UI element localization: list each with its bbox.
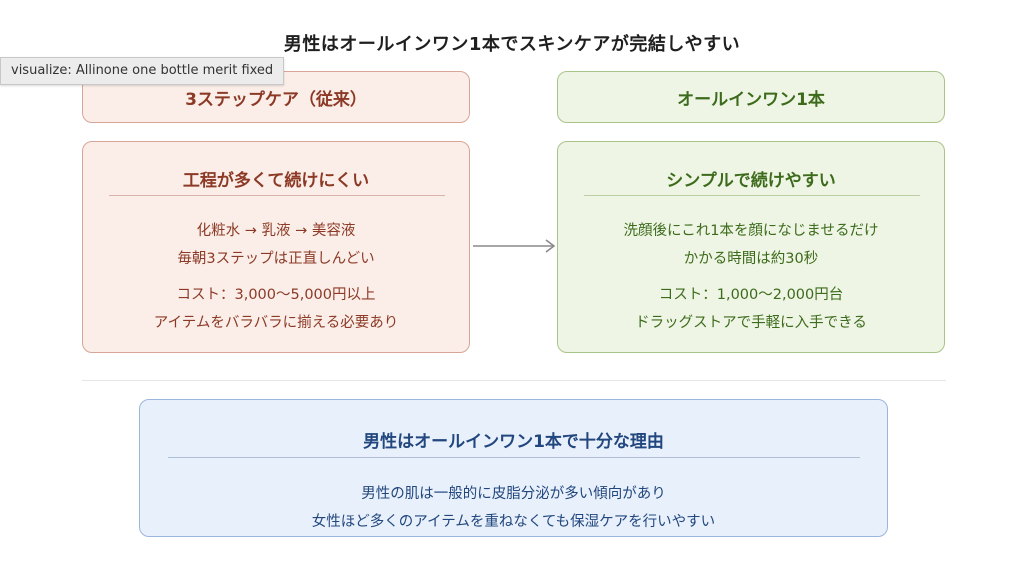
arrow-right-icon — [473, 239, 556, 253]
right-line-4: ドラッグストアで手軽に入手できる — [635, 315, 867, 331]
left-card-title: 工程が多くて続けにくい — [182, 171, 370, 191]
left-card: 工程が多くて続けにくい 化粧水 → 乳液 → 美容液 毎朝3ステップは正直しんど… — [82, 141, 470, 353]
right-line-3: コスト：1,000〜2,000円台 — [658, 287, 844, 303]
bottom-line-2: 女性ほど多くのアイテムを重ねなくても保湿ケアを行いやすい — [311, 514, 716, 530]
tooltip: visualize: Allinone one bottle merit fix… — [0, 57, 285, 85]
right-card-divider — [584, 195, 920, 196]
left-line-2: 毎朝3ステップは正直しんどい — [177, 251, 375, 267]
right-card: シンプルで続けやすい 洗顔後にこれ1本を顔になじませるだけ かかる時間は約30秒… — [557, 141, 945, 353]
bottom-line-1: 男性の肌は一般的に皮脂分泌が多い傾向があり — [361, 486, 666, 502]
right-line-1: 洗顔後にこれ1本を顔になじませるだけ — [623, 223, 879, 239]
diagram-title: 男性はオールインワン1本でスキンケアが完結しやすい — [283, 34, 741, 55]
right-card-title: シンプルで続けやすい — [666, 171, 836, 191]
bottom-card-divider — [168, 457, 860, 458]
section-separator — [82, 380, 946, 381]
right-line-2: かかる時間は約30秒 — [683, 251, 819, 267]
left-line-4: アイテムをバラバラに揃える必要あり — [153, 315, 399, 331]
right-header-box: オールインワン1本 — [557, 71, 945, 123]
bottom-card: 男性はオールインワン1本で十分な理由 男性の肌は一般的に皮脂分泌が多い傾向があり… — [139, 399, 888, 537]
left-header-label: 3ステップケア（従来） — [185, 89, 367, 110]
left-line-3: コスト：3,000〜5,000円以上 — [176, 287, 376, 303]
bottom-card-title: 男性はオールインワン1本で十分な理由 — [363, 432, 664, 452]
left-card-divider — [109, 195, 445, 196]
right-header-label: オールインワン1本 — [677, 89, 825, 110]
left-line-1: 化粧水 → 乳液 → 美容液 — [196, 223, 356, 239]
